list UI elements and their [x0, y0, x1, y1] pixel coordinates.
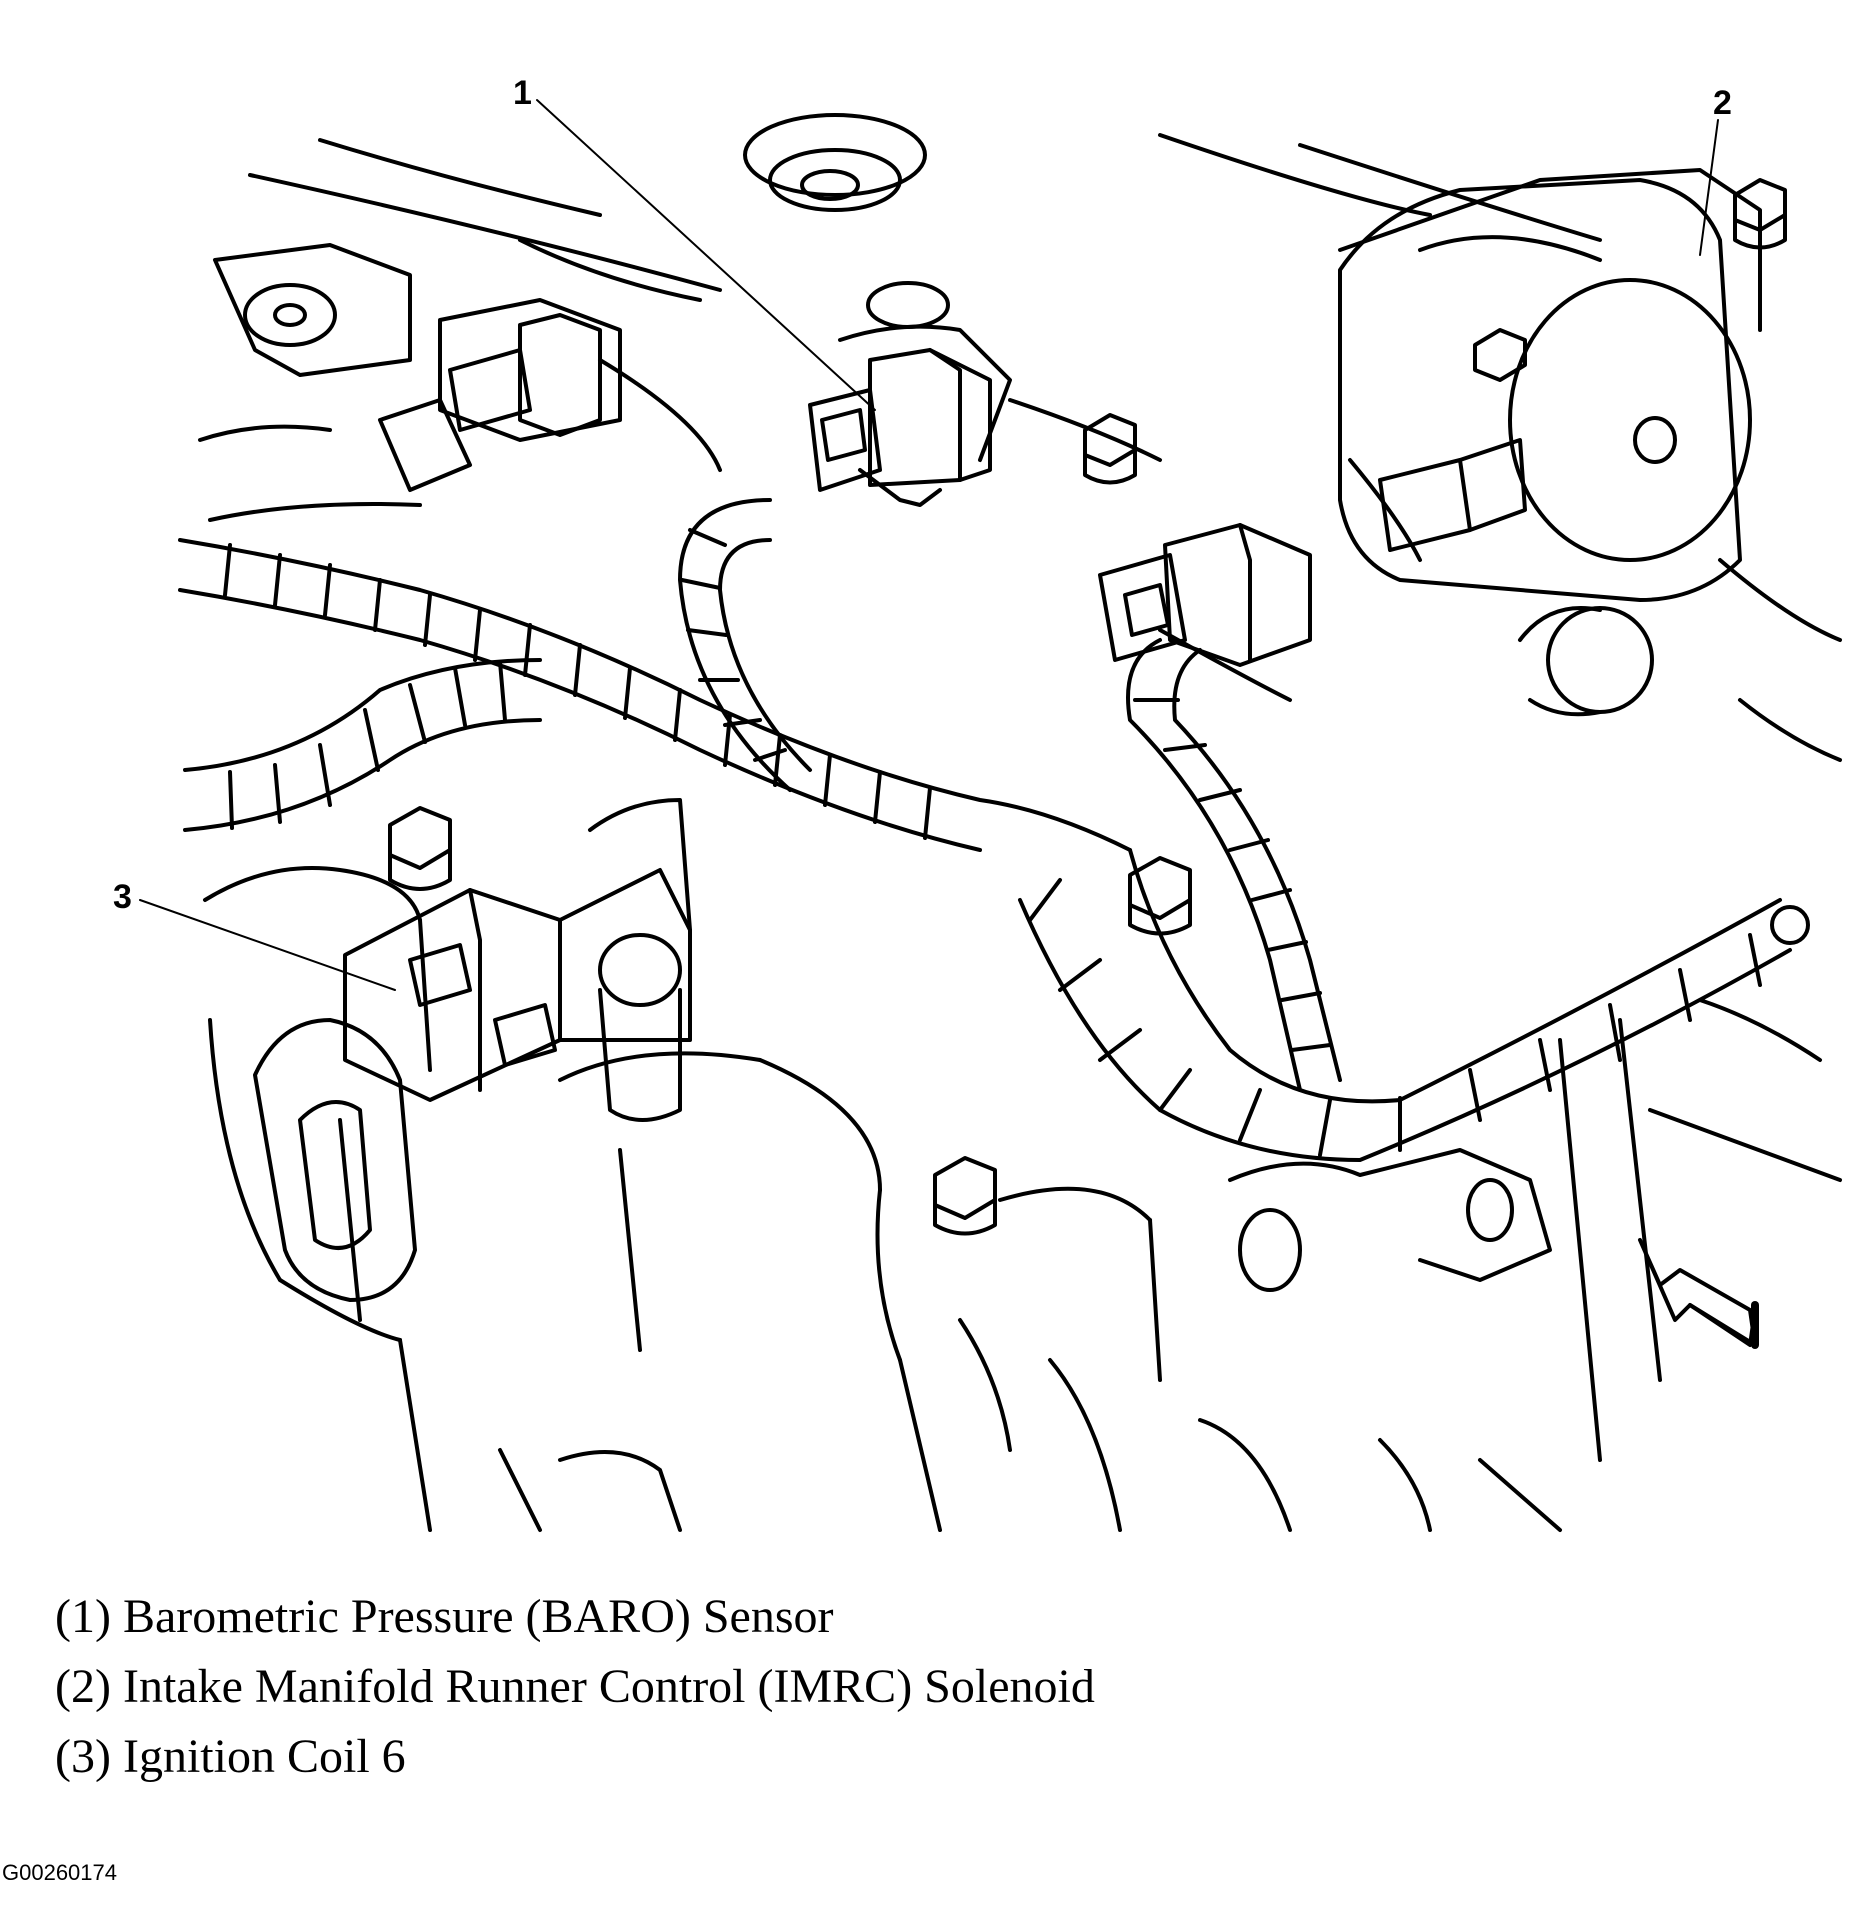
- callout-1-leader: [536, 99, 876, 411]
- callout-2-number: 2: [1713, 84, 1732, 122]
- bolt: [1083, 413, 1137, 485]
- center-connector-wire: [1126, 638, 1342, 1092]
- left-sensor: [378, 313, 602, 492]
- imrc-solenoid: [1338, 178, 1752, 717]
- bolt: [1733, 178, 1787, 250]
- engine-line-drawing: [139, 99, 1842, 1532]
- center-connector: [1098, 523, 1312, 667]
- bolt: [933, 1156, 997, 1236]
- ignition-coil-6: [343, 798, 692, 1122]
- callout-2-leader: [1699, 119, 1719, 256]
- legend-item-1: (1) Barometric Pressure (BARO) Sensor: [55, 1590, 834, 1643]
- callout-1-number: 1: [513, 74, 532, 112]
- callout-3-number: 3: [113, 878, 132, 916]
- baro-wire: [678, 498, 812, 792]
- direction-arrow-icon: [1638, 1238, 1759, 1349]
- wiring-harness-upper: [178, 538, 1132, 852]
- baro-sensor: [808, 348, 992, 507]
- bolt: [388, 806, 452, 891]
- small-boss: [866, 281, 950, 329]
- legend-item-3: (3) Ignition Coil 6: [55, 1730, 406, 1783]
- engine-block-outline: [198, 133, 1842, 1532]
- lower-left-bracket: [253, 1018, 417, 1302]
- wiring-harness-branch: [183, 658, 542, 832]
- top-plug: [743, 113, 927, 212]
- figure-id: G00260174: [2, 1860, 117, 1885]
- legend: (1) Barometric Pressure (BARO) Sensor (2…: [55, 1582, 1095, 1792]
- bolt: [1473, 328, 1527, 382]
- wiring-harness-lower: [1018, 848, 1810, 1162]
- legend-item-2: (2) Intake Manifold Runner Control (IMRC…: [55, 1660, 1095, 1713]
- callout-3-leader: [139, 899, 396, 991]
- bolt: [1128, 856, 1192, 936]
